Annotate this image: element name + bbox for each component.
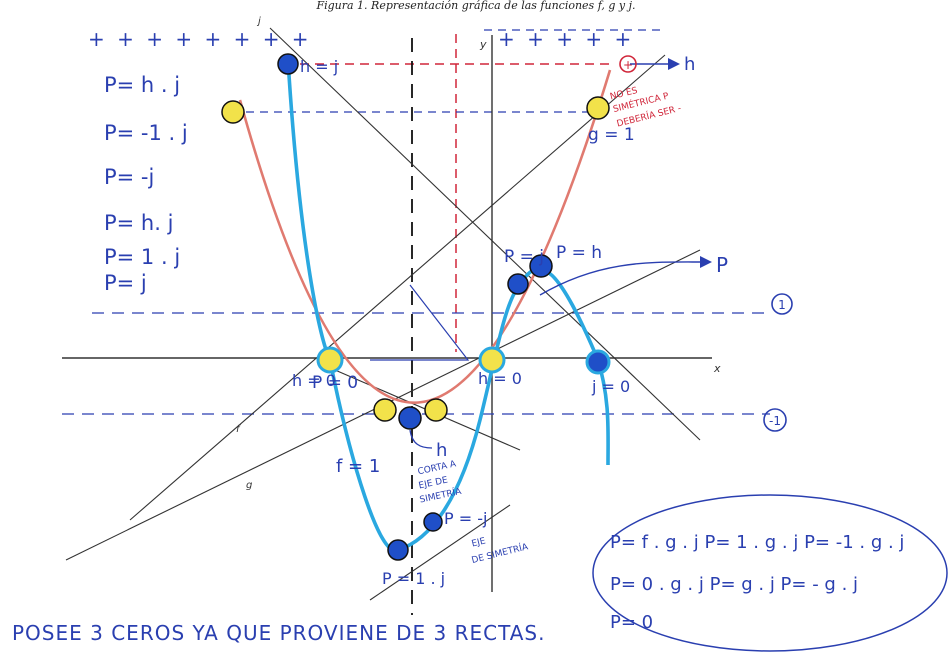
- svg-text:P= f . g . j P= 1 . g . j: P= f . g . j P= 1 . g . j P= -1 . g . j: [610, 532, 904, 553]
- svg-text:P= h. j: P= h. j: [104, 211, 173, 235]
- svg-text:P= -1 . j: P= -1 . j: [104, 121, 188, 145]
- dot-p-minus-j: [423, 512, 443, 532]
- svg-text:P = 1 . j: P = 1 . j: [382, 569, 445, 588]
- dot-h0: [478, 346, 506, 374]
- svg-text:P= 0 . g . j P= g . j: P= 0 . g . j P= g . j P= - g . j: [610, 574, 858, 595]
- y-axis-label: y: [479, 38, 487, 51]
- dot-ph: [529, 254, 553, 278]
- svg-text:P = h: P = h: [556, 243, 602, 263]
- h-arrow-head: [668, 58, 680, 70]
- label-f: f: [236, 424, 241, 435]
- svg-text:EJE: EJE: [471, 536, 487, 549]
- svg-text:1: 1: [778, 298, 786, 312]
- svg-text:P= 0: P= 0: [610, 612, 653, 633]
- dot-left-yellow: [221, 100, 245, 124]
- svg-text:P= -j: P= -j: [104, 165, 154, 189]
- svg-text:P = j: P = j: [504, 247, 544, 267]
- note-axis-symmetry: EJE DE SIMETRÍA: [470, 536, 530, 566]
- red-note: NO ES SIMÉTRICA P DEBERÍA SER -: [609, 86, 682, 130]
- line-lower: [369, 504, 511, 601]
- svg-text:P= 1 . j: P= 1 . j: [104, 245, 180, 269]
- plus-signs-left: + + + + + + + +: [88, 27, 312, 51]
- dot-min-right: [424, 398, 448, 422]
- svg-text:EJE DE: EJE DE: [418, 475, 449, 491]
- label-p: P: [716, 253, 728, 277]
- svg-text:f = 1: f = 1: [336, 456, 380, 477]
- p-arrow-head: [700, 256, 712, 268]
- svg-text:P= h . j: P= h . j: [104, 73, 180, 97]
- svg-text:h = j: h = j: [300, 57, 338, 76]
- point-labels: h = j g = 1 P = j P = h P = 0 h = 0 j = …: [292, 57, 635, 588]
- dot-j0: [585, 349, 611, 375]
- svg-text:P = -j: P = -j: [444, 509, 487, 528]
- dot-min-left: [373, 398, 397, 422]
- h-min-arrow: [409, 429, 433, 449]
- red-plus-marker: +: [619, 55, 637, 73]
- svg-text:+: +: [623, 58, 633, 72]
- ellipse-formulas: P= f . g . j P= 1 . g . j P= -1 . g . j …: [610, 532, 904, 633]
- svg-text:CORTA A: CORTA A: [417, 459, 458, 477]
- level-lines: [62, 312, 770, 415]
- cubic-curve-p: [286, 59, 610, 553]
- level-minus-one-mark: -1: [763, 408, 787, 432]
- dot-p1j: [387, 539, 409, 561]
- p-arrow-line: [539, 261, 701, 296]
- vertex-triangle: [370, 284, 470, 361]
- label-h: h: [684, 54, 695, 75]
- dot-p0: [316, 346, 344, 374]
- left-notes: P= h . j P= -1 . j P= -j P= h. j P= 1 . …: [104, 73, 188, 295]
- svg-text:-1: -1: [769, 414, 781, 428]
- level-one-mark: 1: [771, 293, 793, 315]
- label-g: g: [246, 480, 252, 491]
- plus-signs-right: + + + + +: [498, 27, 634, 51]
- svg-text:P= j: P= j: [104, 271, 147, 295]
- h-min-label: h: [436, 440, 447, 461]
- dot-right-yellow: [586, 96, 610, 120]
- svg-text:g = 1: g = 1: [588, 125, 635, 145]
- line-j: [269, 27, 701, 441]
- svg-text:h = 0: h = 0: [478, 369, 522, 388]
- svg-text:P = 0: P = 0: [312, 373, 358, 393]
- x-axis-label: x: [713, 362, 721, 375]
- label-j: j: [256, 16, 261, 27]
- svg-text:j = 0: j = 0: [591, 377, 630, 396]
- dot-min: [398, 406, 422, 430]
- svg-text:h = 0: h = 0: [292, 371, 336, 390]
- dot-h-j: [277, 53, 299, 75]
- figure-caption: Figura 1. Representación gráfica de las …: [315, 0, 635, 12]
- note-cuts-axis: CORTA A EJE DE SIMETRÍA: [417, 459, 463, 505]
- point-markers: [221, 53, 611, 561]
- line-h: [129, 54, 666, 521]
- red-parabola: [238, 69, 612, 404]
- summary-ellipse: [592, 494, 948, 652]
- bottom-note: POSEE 3 CEROS YA QUE PROVIENE DE 3 RECTA…: [12, 621, 545, 645]
- dot-pj: [507, 273, 529, 295]
- red-guide-lines: [300, 34, 612, 352]
